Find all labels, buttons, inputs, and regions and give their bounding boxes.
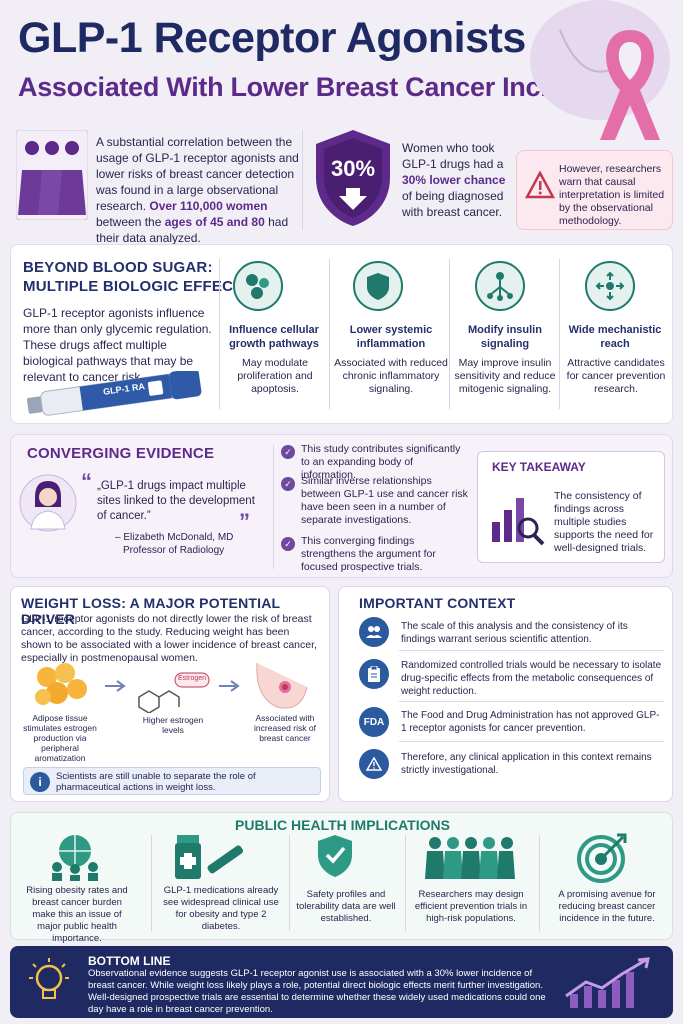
glp1-pen-icon	[26, 371, 202, 416]
context-title: IMPORTANT CONTEXT	[359, 595, 516, 611]
weight-title: WEIGHT LOSS: A MAJOR POTENTIAL DRIVER	[21, 595, 281, 627]
beyond-item-title: Influence cellular growth pathways	[229, 324, 319, 350]
beyond-title-2: MULTIPLE BIOLOGIC EFFECTS	[23, 278, 253, 295]
arrow-right-icon	[105, 680, 126, 692]
pink-ribbon-icon	[600, 30, 660, 140]
lightbulb-icon	[29, 958, 69, 999]
beyond-item-title: Wide mechanistic reach	[568, 324, 662, 350]
warning-card: However, researchers warn that causal in…	[516, 150, 673, 230]
takeaway-card: KEY TAKEAWAY The consistency of findings…	[477, 451, 665, 563]
globe-people-icon	[52, 835, 98, 881]
converging-title: CONVERGING EVIDENCE	[27, 445, 215, 462]
weight-section: WEIGHT LOSS: A MAJOR POTENTIAL DRIVER GL…	[10, 586, 330, 802]
weight-text: GLP-1 receptor agonists do not directly …	[21, 613, 317, 664]
breast-icon	[256, 662, 308, 709]
context-section: IMPORTANT CONTEXT The scale of this anal…	[338, 586, 673, 802]
beyond-item-title: Modify insulin signaling	[468, 324, 542, 350]
converging-bullet: This study contributes significantly to …	[301, 443, 461, 481]
beyond-item-title: Lower systemic inflammation	[349, 324, 433, 350]
beyond-text: GLP-1 receptor agonists influence more t…	[23, 306, 212, 384]
adipose-icon	[35, 663, 87, 705]
takeaway-text: The consistency of findings across multi…	[554, 490, 654, 554]
people-icon	[359, 617, 389, 647]
context-item-text: The scale of this analysis and the consi…	[401, 621, 628, 645]
stat-value: 30%	[330, 156, 376, 181]
medication-icon	[175, 835, 244, 879]
arrows-out-icon	[585, 261, 635, 311]
weight-step1: Adipose tissue stimulates estrogen produ…	[23, 713, 97, 763]
warning-icon	[525, 171, 555, 199]
converging-section: CONVERGING EVIDENCE “ „GLP-1 drugs impac…	[10, 434, 673, 578]
context-item-text: The Food and Drug Administration has not…	[401, 710, 660, 734]
beyond-title-1: BEYOND BLOOD SUGAR:	[23, 259, 213, 276]
public-section: PUBLIC HEALTH IMPLICATIONS Rising obesit…	[10, 812, 673, 944]
rising-chart-icon	[565, 957, 650, 1008]
bottom-line-title: BOTTOM LINE	[88, 954, 171, 968]
quote-author-title: Professor of Radiology	[123, 545, 225, 556]
public-item-text: Rising obesity rates and breast cancer b…	[26, 885, 128, 944]
context-item-text: Therefore, any clinical application in t…	[401, 752, 652, 776]
doctor-avatar-icon	[19, 474, 77, 532]
info-icon: i	[30, 772, 50, 792]
fda-icon: FDA	[359, 707, 389, 737]
public-item-text: Researchers may design efficient prevent…	[414, 889, 528, 924]
women-group-icon	[16, 130, 88, 220]
page-subtitle: Associated With Lower Breast Cancer Inci…	[18, 72, 624, 102]
quote-close-icon: ”	[239, 509, 250, 534]
public-item-text: A promising avenue for reducing breast c…	[558, 889, 656, 924]
beyond-section: BEYOND BLOOD SUGAR: MULTIPLE BIOLOGIC EF…	[10, 244, 673, 424]
beyond-item-text: May improve insulin sensitivity and redu…	[454, 357, 556, 395]
estrogen-molecule-icon	[138, 672, 210, 713]
converging-bullet: This converging findings strengthens the…	[301, 535, 436, 573]
quote-text: „GLP-1 drugs impact multiple sites linke…	[97, 480, 255, 522]
warning-icon	[359, 749, 389, 779]
warning-text: However, researchers warn that causal in…	[559, 163, 665, 227]
target-icon	[577, 833, 627, 883]
bottom-line-text: Observational evidence suggests GLP-1 re…	[88, 968, 546, 1015]
weight-step2: Higher estrogen levels	[142, 715, 204, 735]
quote-author: – Elizabeth McDonald, MD	[115, 532, 234, 543]
beyond-item-text: Attractive candidates for cancer prevent…	[566, 357, 666, 395]
weight-note-text: Scientists are still unable to separate …	[56, 771, 256, 793]
check-icon: ✓	[281, 537, 295, 551]
weight-step3: Associated with increased risk of breast…	[254, 713, 316, 743]
beyond-item-text: Associated with reduced chronic inflamma…	[334, 357, 448, 395]
public-item-text: GLP-1 medications already see widespread…	[163, 885, 279, 932]
arrow-right-icon	[219, 680, 240, 692]
network-icon	[475, 261, 525, 311]
intro-text: A substantial correlation between the us…	[96, 135, 299, 245]
takeaway-title: KEY TAKEAWAY	[492, 460, 586, 474]
chart-magnifier-icon	[492, 498, 545, 546]
shield-check-icon	[318, 835, 352, 877]
public-item-text: Safety profiles and tolerability data ar…	[296, 889, 396, 924]
cells-icon	[233, 261, 283, 311]
quote-open-icon: “	[81, 469, 92, 494]
estrogen-tag: Estrogen	[178, 675, 207, 682]
context-item-text: Randomized controlled trials would be ne…	[401, 660, 662, 697]
beyond-item-text: May modulate proliferation and apoptosis…	[237, 357, 313, 395]
shield-icon	[353, 261, 403, 311]
women-group-icon	[425, 837, 515, 879]
stat-shield-icon	[316, 130, 390, 226]
check-icon: ✓	[281, 477, 295, 491]
page-title: GLP-1 Receptor Agonists	[18, 14, 526, 62]
check-icon: ✓	[281, 445, 295, 459]
stat-text: Women who took GLP-1 drugs had a 30% low…	[402, 141, 506, 219]
weight-note: i Scientists are still unable to separat…	[23, 767, 321, 795]
public-title: PUBLIC HEALTH IMPLICATIONS	[235, 817, 450, 833]
clipboard-icon	[359, 659, 389, 689]
converging-bullet: Similar inverse relationships between GL…	[301, 475, 468, 526]
bottom-line-section: BOTTOM LINE Observational evidence sugge…	[10, 946, 673, 1018]
